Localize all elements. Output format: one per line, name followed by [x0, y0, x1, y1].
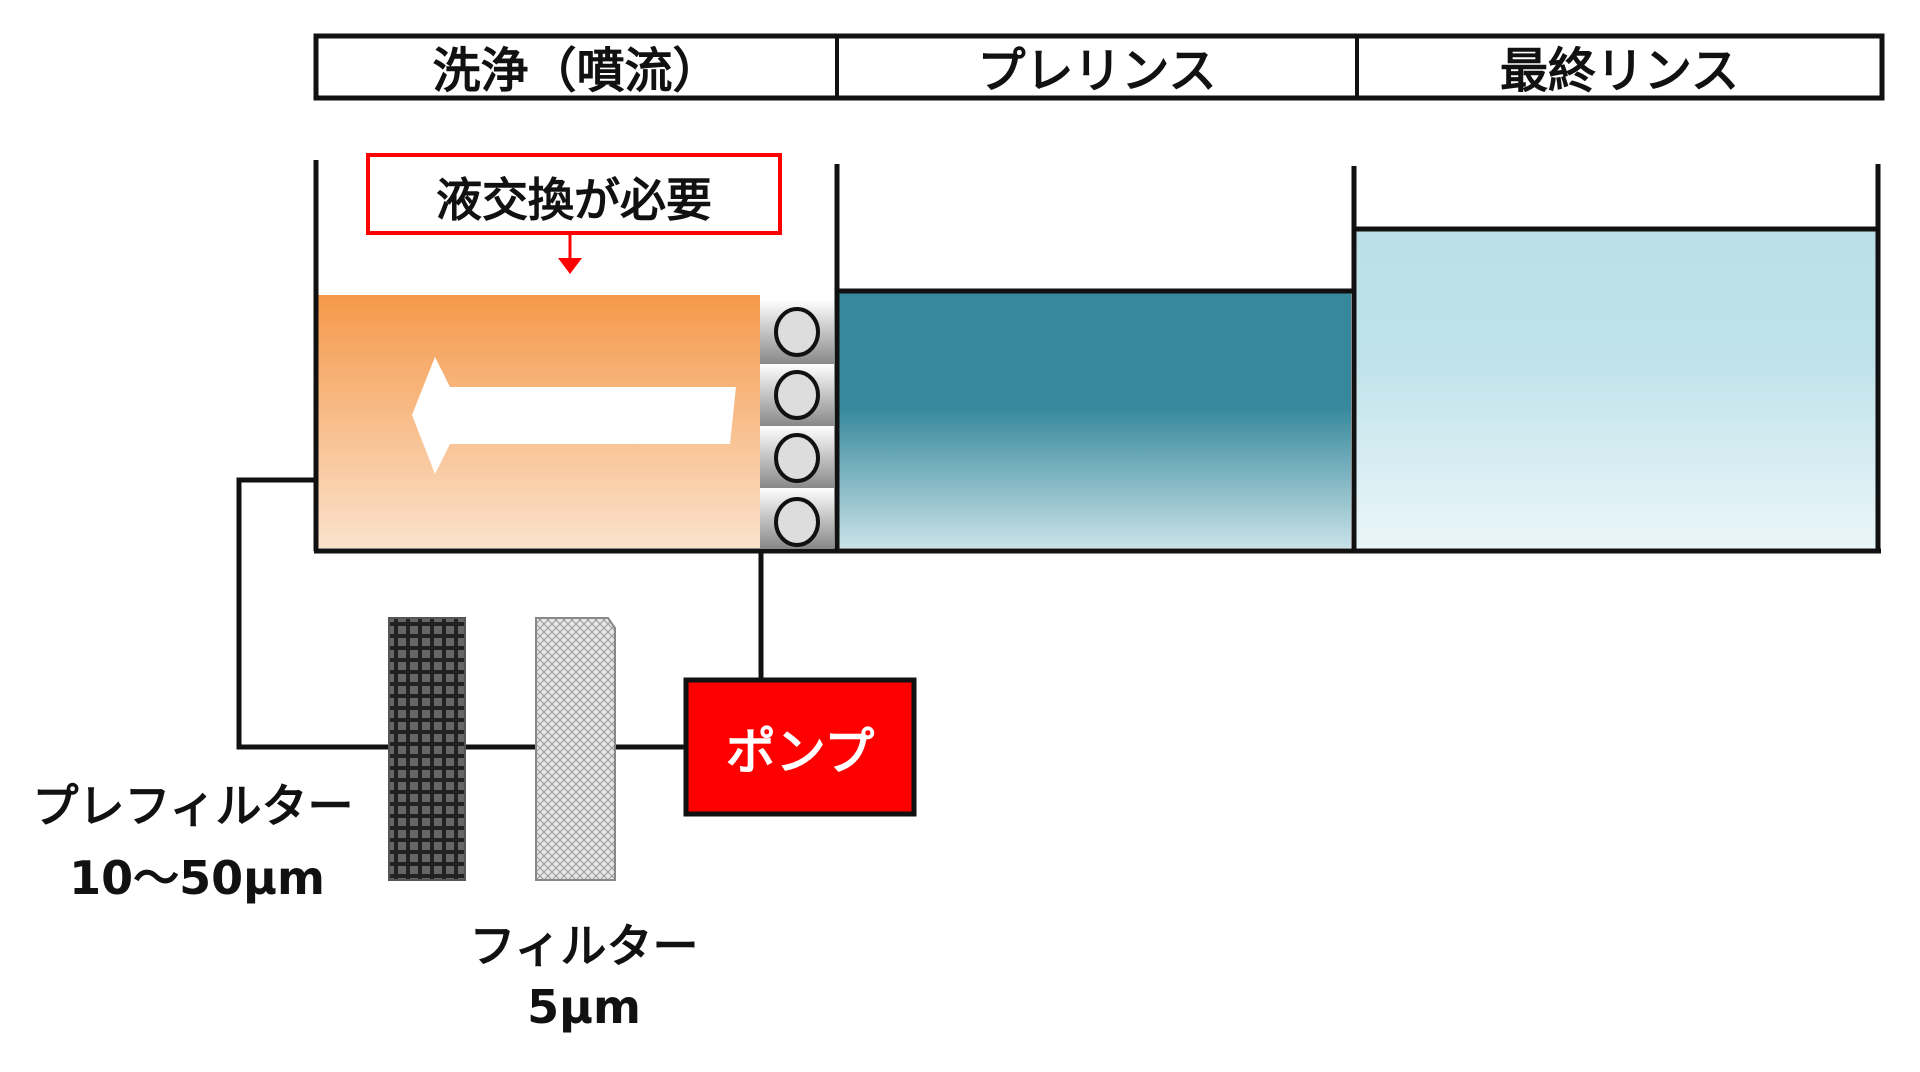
- final-rinse-tank-liquid: [1356, 229, 1876, 548]
- filter-icon: [535, 617, 616, 881]
- tank-walls: [313, 160, 1881, 554]
- prefilter-spec: 10～50μm: [69, 851, 325, 905]
- filter-spec: 5μm: [527, 980, 641, 1034]
- stage-final-rinse: 最終リンス: [1499, 43, 1740, 99]
- stage-header-box: [313, 33, 1885, 101]
- rollers: [760, 300, 834, 548]
- stage-wash: 洗浄（噴流）: [432, 43, 721, 99]
- stage-prerinse: プレリンス: [977, 43, 1217, 99]
- callout-box: [366, 153, 782, 235]
- down-arrow-icon: [558, 258, 582, 274]
- flow-arrow-icon: [412, 357, 736, 474]
- pump-label: ポンプ: [725, 723, 875, 781]
- callout-text: 液交換が必要: [436, 173, 712, 227]
- filter-name: フィルター: [469, 919, 699, 973]
- prefilter-icon: [388, 617, 466, 881]
- prefilter-name: プレフィルター: [32, 779, 354, 833]
- prerinse-tank-liquid: [839, 291, 1351, 548]
- pump-box: [683, 677, 917, 817]
